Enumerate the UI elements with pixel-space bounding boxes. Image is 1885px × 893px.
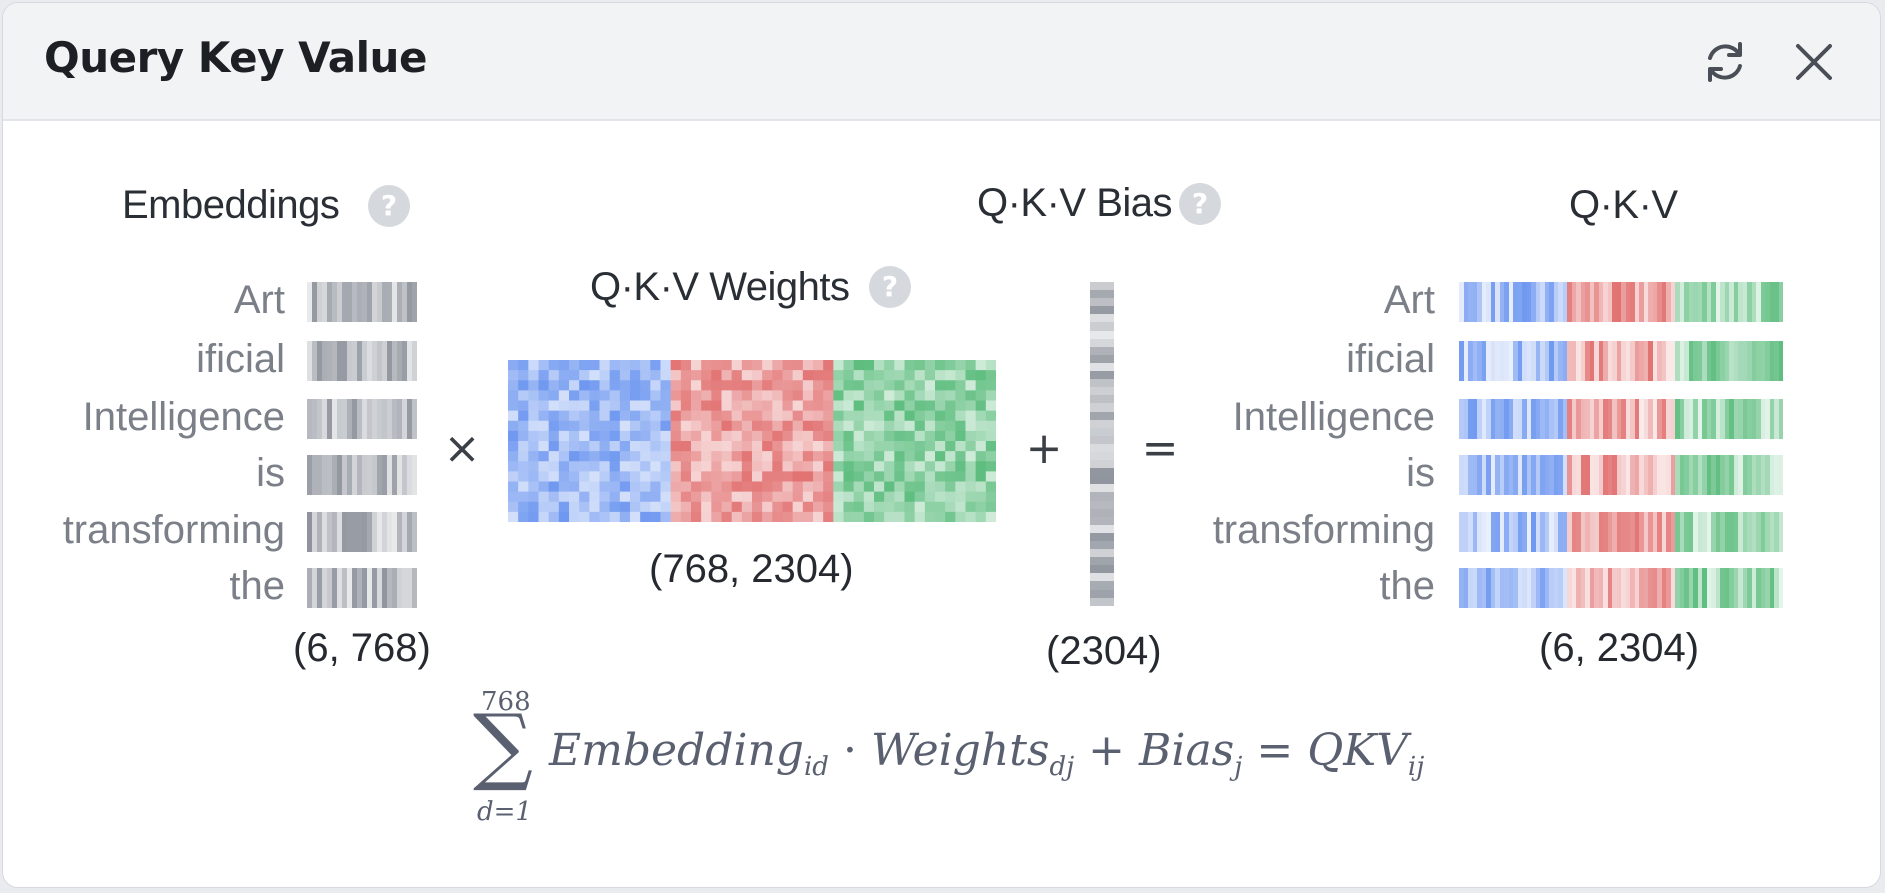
bias-vector — [1090, 282, 1114, 606]
weights-help-button[interactable]: ? — [869, 266, 911, 308]
sum-symbol: ∑ — [473, 696, 533, 794]
formula-embedding: Embedding — [549, 725, 804, 776]
formula-result: QKV — [1307, 725, 1408, 776]
formula-bias-sub: j — [1234, 751, 1243, 782]
output-row — [1459, 568, 1783, 608]
embedding-token: ificial — [196, 337, 285, 381]
equals-operator: = — [1141, 423, 1179, 474]
embedding-row — [307, 568, 417, 608]
formula-expression: Embeddingid · Weightsdj + Biasj = QKVij — [549, 725, 1424, 782]
embedding-token: the — [229, 564, 285, 608]
output-shape: (6, 2304) — [1539, 626, 1700, 670]
output-token: Art — [1383, 278, 1435, 322]
refresh-button[interactable] — [1699, 36, 1751, 88]
embedding-token: transforming — [62, 508, 285, 552]
formula-plus: + — [1088, 725, 1126, 776]
refresh-icon — [1708, 42, 1742, 82]
close-button[interactable] — [1788, 36, 1840, 88]
sum-lower-limit: d=1 — [477, 797, 532, 827]
bias-shape: (2304) — [1046, 629, 1162, 673]
weights-matrix — [508, 360, 996, 522]
plus-operator: + — [1025, 423, 1063, 474]
embedding-row — [307, 341, 417, 381]
multiply-operator: × — [443, 423, 481, 474]
qkv-formula: 768 ∑ d=1 Embeddingid · Weightsdj + Bias… — [473, 687, 1473, 837]
embeddings-shape: (6, 768) — [293, 626, 431, 670]
output-token: the — [1379, 564, 1435, 608]
embeddings-help-button[interactable]: ? — [368, 185, 410, 227]
embedding-token: Intelligence — [82, 395, 285, 439]
embedding-row — [307, 399, 417, 439]
panel-header: Query Key Value — [3, 3, 1880, 121]
embedding-token: is — [256, 451, 285, 495]
embedding-row — [307, 512, 417, 552]
bias-help-button[interactable]: ? — [1179, 183, 1221, 225]
formula-dot: · — [842, 725, 857, 776]
formula-equals: = — [1256, 725, 1294, 776]
weights-shape: (768, 2304) — [649, 547, 854, 591]
embedding-row — [307, 455, 417, 495]
output-token: Intelligence — [1232, 395, 1435, 439]
output-row — [1459, 455, 1783, 495]
embedding-token: Art — [233, 278, 285, 322]
weights-label: Q·K·V Weights — [590, 265, 850, 309]
output-token: transforming — [1212, 508, 1435, 552]
output-token: is — [1406, 451, 1435, 495]
bias-label: Q·K·V Bias — [977, 181, 1173, 225]
panel-title: Query Key Value — [44, 33, 427, 82]
output-row — [1459, 282, 1783, 322]
output-row — [1459, 341, 1783, 381]
output-row — [1459, 399, 1783, 439]
formula-bias: Bias — [1139, 725, 1235, 776]
close-icon — [1796, 44, 1832, 80]
output-row — [1459, 512, 1783, 552]
formula-result-sub: ij — [1407, 751, 1425, 782]
output-token: ificial — [1346, 337, 1435, 381]
sum-upper-limit: 768 — [481, 687, 531, 717]
formula-weights: Weights — [870, 725, 1050, 776]
formula-weights-sub: dj — [1049, 751, 1075, 782]
output-label: Q·K·V — [1569, 183, 1678, 227]
embedding-row — [307, 282, 417, 322]
embeddings-label: Embeddings — [122, 183, 340, 227]
formula-embedding-sub: id — [803, 751, 829, 782]
